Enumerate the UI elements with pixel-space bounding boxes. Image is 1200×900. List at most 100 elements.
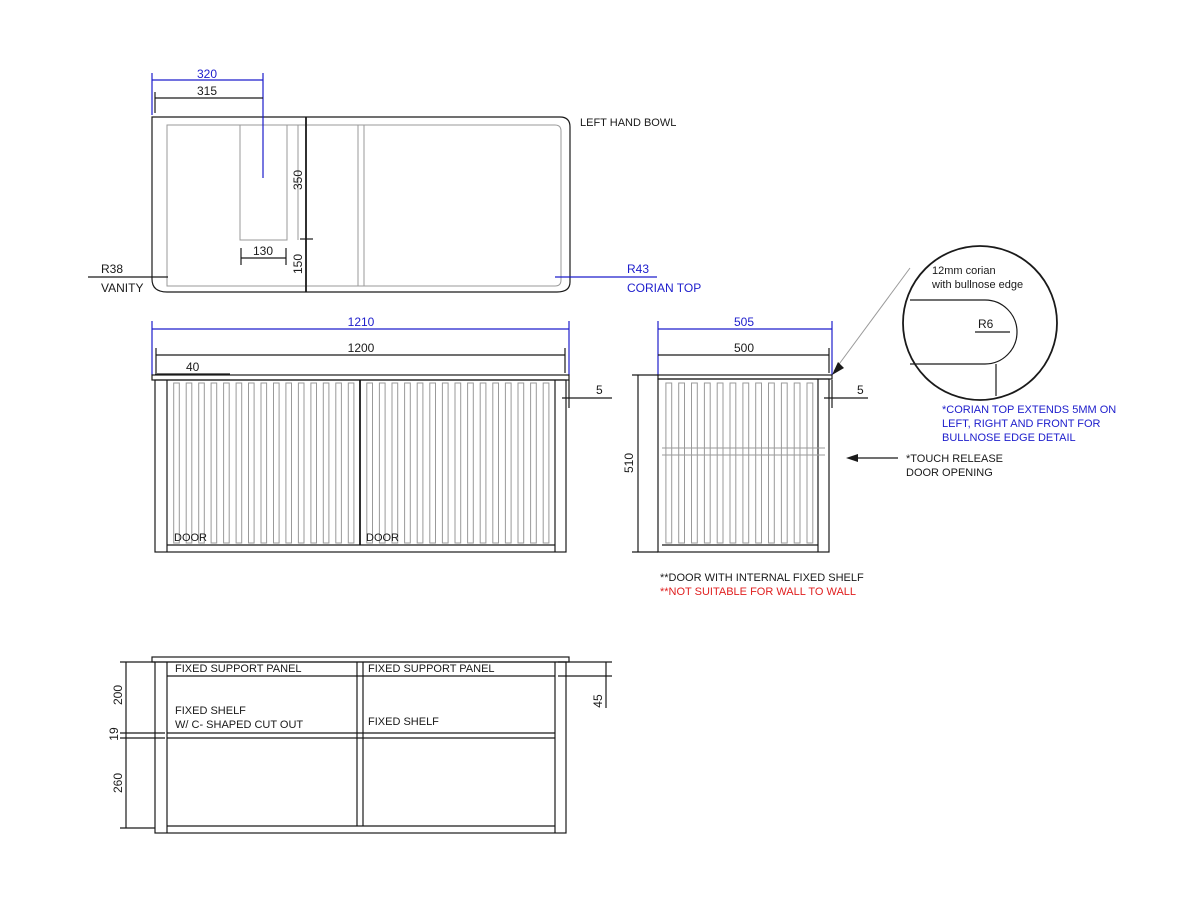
door-slat	[429, 382, 436, 544]
door-slat	[310, 382, 317, 544]
dim-1210: 1210	[348, 315, 375, 329]
door-slat	[185, 382, 193, 544]
note-internal-shelf: **DOOR WITH INTERNAL FIXED SHELF	[660, 572, 864, 584]
touch-release-arrowhead	[846, 454, 858, 462]
corian-radius: R43	[627, 262, 649, 276]
left-hand-bowl-label: LEFT HAND BOWL	[580, 117, 676, 129]
door-slat	[416, 382, 424, 544]
shelf-right: FIXED SHELF	[368, 716, 439, 728]
door-label-left: DOOR	[174, 532, 207, 544]
door-slat	[517, 382, 525, 544]
touch-release-line1: *TOUCH RELEASE	[906, 453, 1003, 465]
door-slat	[492, 382, 499, 544]
door-slat	[793, 382, 801, 544]
shelf-left-line1: FIXED SHELF	[175, 705, 246, 717]
dim-505: 505	[734, 315, 754, 329]
door-slat	[210, 382, 218, 544]
side-door-slats	[665, 382, 814, 544]
door-slat	[273, 382, 280, 544]
door-slat	[223, 382, 230, 544]
dim-19: 19	[107, 727, 121, 741]
dim-500: 500	[734, 341, 754, 355]
dim-350: 350	[291, 170, 305, 190]
side-elevation: 505 500 510 5 *TOUCH RELEASE DOOR OPENIN…	[622, 315, 1003, 598]
door-slat	[335, 382, 342, 544]
door-slat	[260, 382, 268, 544]
front-elevation: 1210 1200 40 DOOR DOOR 5	[151, 315, 612, 553]
door-slat	[378, 382, 386, 544]
door-slat	[322, 382, 330, 544]
dim-510: 510	[622, 453, 636, 473]
door-slat	[678, 382, 686, 544]
detail-note-line1: *CORIAN TOP EXTENDS 5MM ON	[942, 404, 1116, 416]
side-top	[657, 374, 833, 380]
detail-radius: R6	[978, 317, 994, 331]
door-slat	[716, 382, 724, 544]
door-slat	[742, 382, 750, 544]
door-slat	[768, 382, 775, 544]
plan-top-outline	[151, 116, 571, 293]
plan-view: 320 315 350 150 130 LEFT HAND BOWL R38 V…	[88, 67, 701, 295]
door-slat	[467, 382, 474, 544]
door-slat	[454, 382, 462, 544]
touch-release-line2: DOOR OPENING	[906, 467, 993, 479]
door-slat	[347, 382, 355, 544]
door-slat	[297, 382, 305, 544]
door-slat	[691, 382, 698, 544]
dim-200: 200	[111, 685, 125, 705]
detail-bullnose-profile	[910, 299, 1018, 365]
door-slat	[665, 382, 673, 544]
dim-5-side: 5	[857, 383, 864, 397]
interior-elevation: FIXED SUPPORT PANEL FIXED SUPPORT PANEL …	[107, 656, 612, 834]
dim-260: 260	[111, 773, 125, 793]
side-body	[657, 378, 830, 553]
support-panel-left: FIXED SUPPORT PANEL	[175, 663, 302, 675]
door-slat	[198, 382, 205, 544]
door-label-right: DOOR	[366, 532, 399, 544]
detail-label-line1: 12mm corian	[932, 265, 996, 277]
vanity-radius: R38	[101, 262, 123, 276]
dim-45: 45	[591, 694, 605, 708]
door-slat	[542, 382, 550, 544]
door-slat	[173, 382, 180, 544]
dim-320: 320	[197, 67, 217, 81]
front-top	[151, 374, 570, 381]
detail-leader-arrowhead	[832, 362, 844, 375]
dim-5-front: 5	[596, 383, 603, 397]
door-slat	[235, 382, 243, 544]
detail-leader	[833, 267, 911, 372]
detail-circle	[902, 245, 1058, 401]
door-slat	[479, 382, 487, 544]
door-slat	[285, 382, 292, 544]
detail-note-line3: BULLNOSE EDGE DETAIL	[942, 432, 1076, 444]
door-slat	[703, 382, 711, 544]
dim-1200: 1200	[348, 341, 375, 355]
dim-315: 315	[197, 84, 217, 98]
interior-body	[154, 661, 567, 834]
bullnose-detail: 12mm corian with bullnose edge R6 *CORIA…	[832, 245, 1116, 444]
note-not-wall-to-wall: **NOT SUITABLE FOR WALL TO WALL	[660, 586, 856, 598]
dim-150: 150	[291, 254, 305, 274]
support-panel-right: FIXED SUPPORT PANEL	[368, 663, 495, 675]
door-slat	[729, 382, 737, 544]
door-slat	[441, 382, 449, 544]
corian-label: CORIAN TOP	[627, 281, 701, 295]
door-slat	[504, 382, 512, 544]
plan-vanity-outline	[166, 124, 562, 287]
front-left-door-slats	[173, 382, 355, 544]
detail-note-line2: LEFT, RIGHT AND FRONT FOR	[942, 418, 1101, 430]
door-slat	[391, 382, 399, 544]
front-right-door-slats	[366, 382, 550, 544]
door-slat	[780, 382, 788, 544]
door-slat	[530, 382, 537, 544]
door-slat	[755, 382, 763, 544]
door-slat	[404, 382, 411, 544]
detail-label-line2: with bullnose edge	[931, 279, 1023, 291]
door-slat	[366, 382, 373, 544]
vanity-label: VANITY	[101, 281, 143, 295]
dim-130: 130	[253, 244, 273, 258]
door-slat	[806, 382, 814, 544]
shelf-left-line2: W/ C- SHAPED CUT OUT	[175, 719, 303, 731]
plan-cutout	[239, 125, 288, 241]
